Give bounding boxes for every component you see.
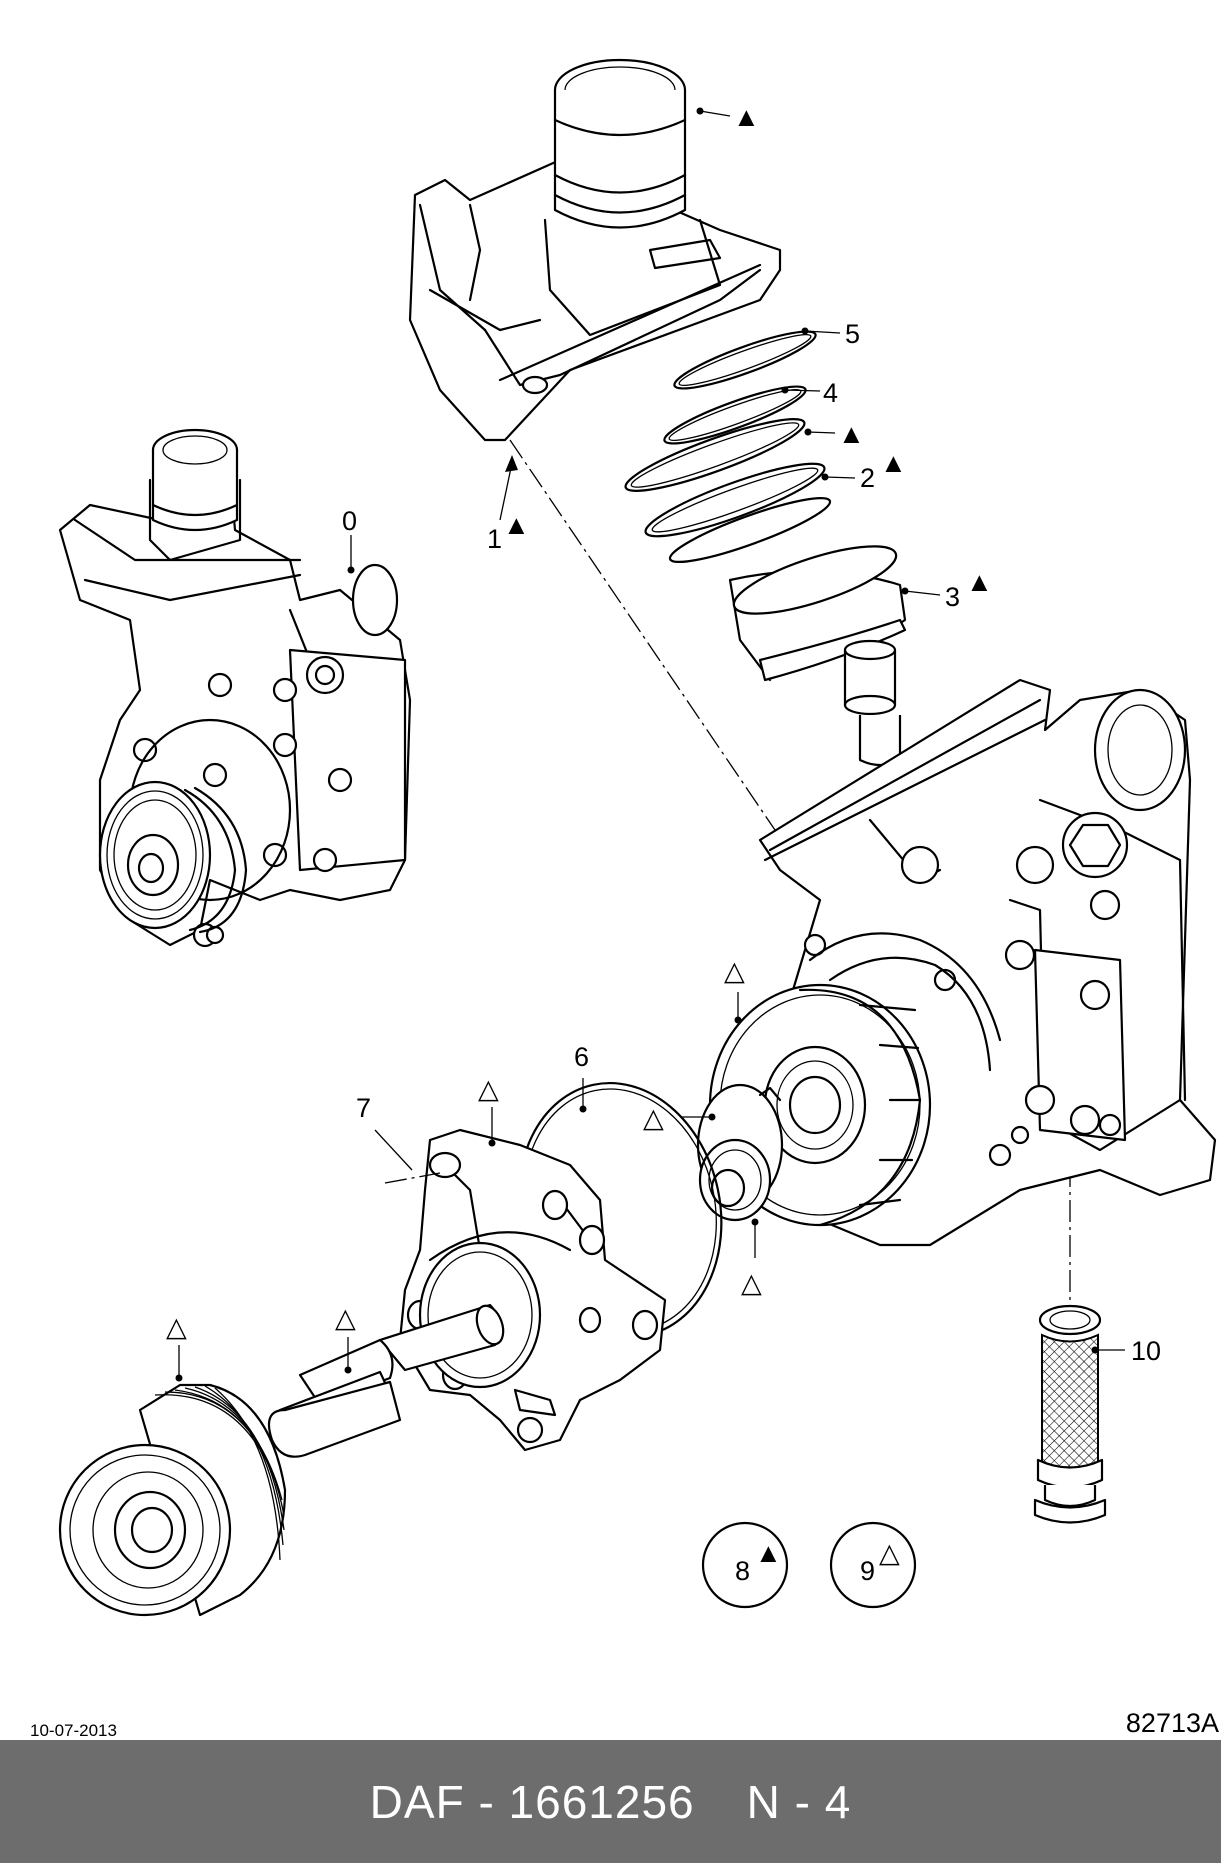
legend-8-marker: ▲ <box>755 1538 782 1568</box>
callout-4: 4 <box>823 378 838 408</box>
footer-bar: DAF - 1661256 N - 4 <box>0 1740 1221 1863</box>
legend-9-circle <box>829 1521 917 1609</box>
legend-9-label: 9 <box>860 1556 875 1586</box>
drawing-date: 10-07-2013 <box>30 1721 117 1740</box>
pulley <box>58 1345 287 1617</box>
legend-9-marker: △ <box>879 1538 900 1568</box>
exploded-parts-diagram: 0 1 ▲ 2 ▲ 3 ▲ 4 5 ▲ ▲ 6 7 △ △ △ △ △ △ 10… <box>58 58 1217 1617</box>
assembly-centerline <box>509 439 776 831</box>
callout-0: 0 <box>342 506 357 536</box>
item-1-leader <box>499 462 513 521</box>
drawing-reference: 82713A <box>1125 1708 1219 1738</box>
seal-rings <box>624 327 856 564</box>
pump-shaft <box>267 1303 505 1458</box>
page-indicator: N - 4 <box>746 1775 852 1828</box>
pump-body <box>680 678 1217 1258</box>
callout-seal-side-marker: △ <box>643 1103 664 1133</box>
item-7-leader <box>374 1129 413 1171</box>
pump-cover-plate <box>398 1107 667 1452</box>
callout-pulley-marker: △ <box>166 1312 187 1342</box>
callout-seal-marker: ▲ <box>838 419 865 449</box>
callout-shaft-marker: △ <box>335 1303 356 1333</box>
callout-1-marker: ▲ <box>503 510 530 540</box>
callout-2: 2 <box>860 463 875 493</box>
callout-2-marker: ▲ <box>880 448 907 478</box>
callout-1: 1 <box>487 524 502 554</box>
callout-6: 6 <box>574 1042 589 1072</box>
callout-body-marker: △ <box>724 956 745 986</box>
callout-7: 7 <box>356 1093 371 1123</box>
callout-3-marker: ▲ <box>966 567 993 597</box>
callout-seal-bottom-marker: △ <box>741 1268 762 1298</box>
callout-cover-marker: △ <box>478 1074 499 1104</box>
callout-10: 10 <box>1131 1336 1161 1366</box>
legend-8-label: 8 <box>735 1556 750 1586</box>
legend-symbols: 8 ▲ 9 △ <box>701 1521 917 1609</box>
part-number: DAF - 1661256 <box>369 1775 695 1828</box>
assembled-water-pump <box>58 428 412 948</box>
item-1-arrowhead <box>505 455 518 472</box>
strainer-filter <box>1033 1304 1125 1524</box>
callout-housing-top-marker: ▲ <box>733 102 760 132</box>
item-7-axis <box>384 1172 441 1184</box>
legend-8-circle <box>701 1521 789 1609</box>
callout-5: 5 <box>845 319 860 349</box>
callouts: 0 1 ▲ 2 ▲ 3 ▲ 4 5 ▲ ▲ 6 7 △ △ △ △ △ △ 10 <box>166 102 1161 1366</box>
callout-3: 3 <box>945 582 960 612</box>
thermostat-housing <box>408 58 782 442</box>
thermostat-element <box>728 545 941 767</box>
